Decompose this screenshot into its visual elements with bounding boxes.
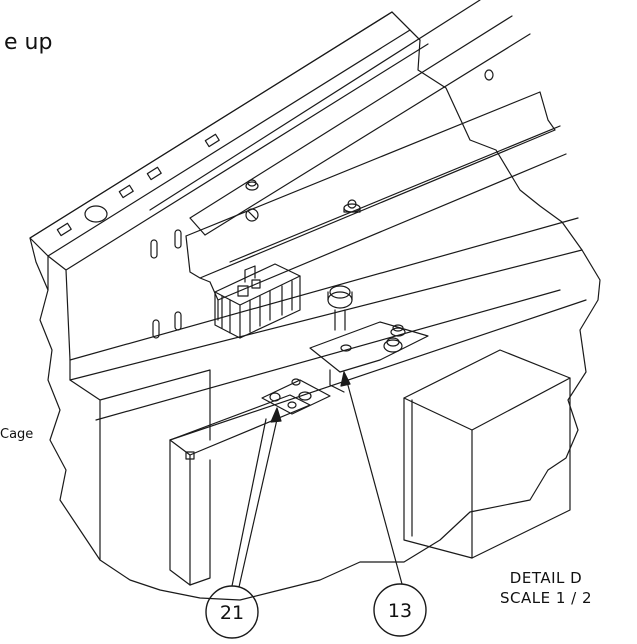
slot-2: [174, 229, 182, 249]
detail-scale: SCALE 1 / 2: [499, 589, 593, 607]
balloon-21-circle: [205, 585, 259, 639]
roller-block-assembly: [214, 263, 301, 339]
side-partial-label: Cage: [0, 427, 34, 442]
leader-line-21: [231, 414, 279, 588]
balloon-13-text: 13: [388, 600, 412, 622]
cutout-4: [204, 133, 220, 148]
hinge-plate-left: [261, 378, 331, 415]
right-box-block: [403, 349, 571, 559]
leader-arrow-13: [340, 371, 351, 387]
top-partial-label: e up: [4, 30, 53, 55]
fastener-top: [245, 179, 259, 222]
slot-3: [152, 319, 160, 339]
channel-bracket: [185, 91, 561, 283]
rail-inner-edge: [149, 0, 531, 236]
slot-1: [150, 239, 158, 259]
detail-break-outline: [29, 11, 601, 601]
slot-4: [174, 311, 182, 331]
fastener-mid: [343, 199, 361, 213]
lower-beam-top: [69, 217, 587, 441]
top-rail-face: [47, 11, 429, 361]
top-rail-plate: [29, 11, 411, 291]
channel-lower-face: [209, 153, 567, 321]
cutout-3: [146, 166, 162, 181]
leader-arrow-21: [270, 407, 282, 423]
hinge-plate-right: [309, 321, 429, 393]
balloon-21-text: 21: [220, 602, 244, 624]
leader-line-13: [345, 377, 403, 585]
cutout-1: [56, 222, 72, 237]
lower-beam-edge: [69, 359, 211, 561]
small-hole-right: [484, 69, 494, 81]
detail-title: DETAIL D: [509, 569, 583, 587]
detail-caption: DETAIL D SCALE 1 / 2: [486, 568, 606, 608]
cutout-2: [118, 184, 134, 199]
left-box-block: [169, 394, 311, 586]
balloon-13-circle: [373, 583, 427, 637]
hex-nut: [327, 285, 353, 331]
round-hole: [84, 205, 108, 223]
